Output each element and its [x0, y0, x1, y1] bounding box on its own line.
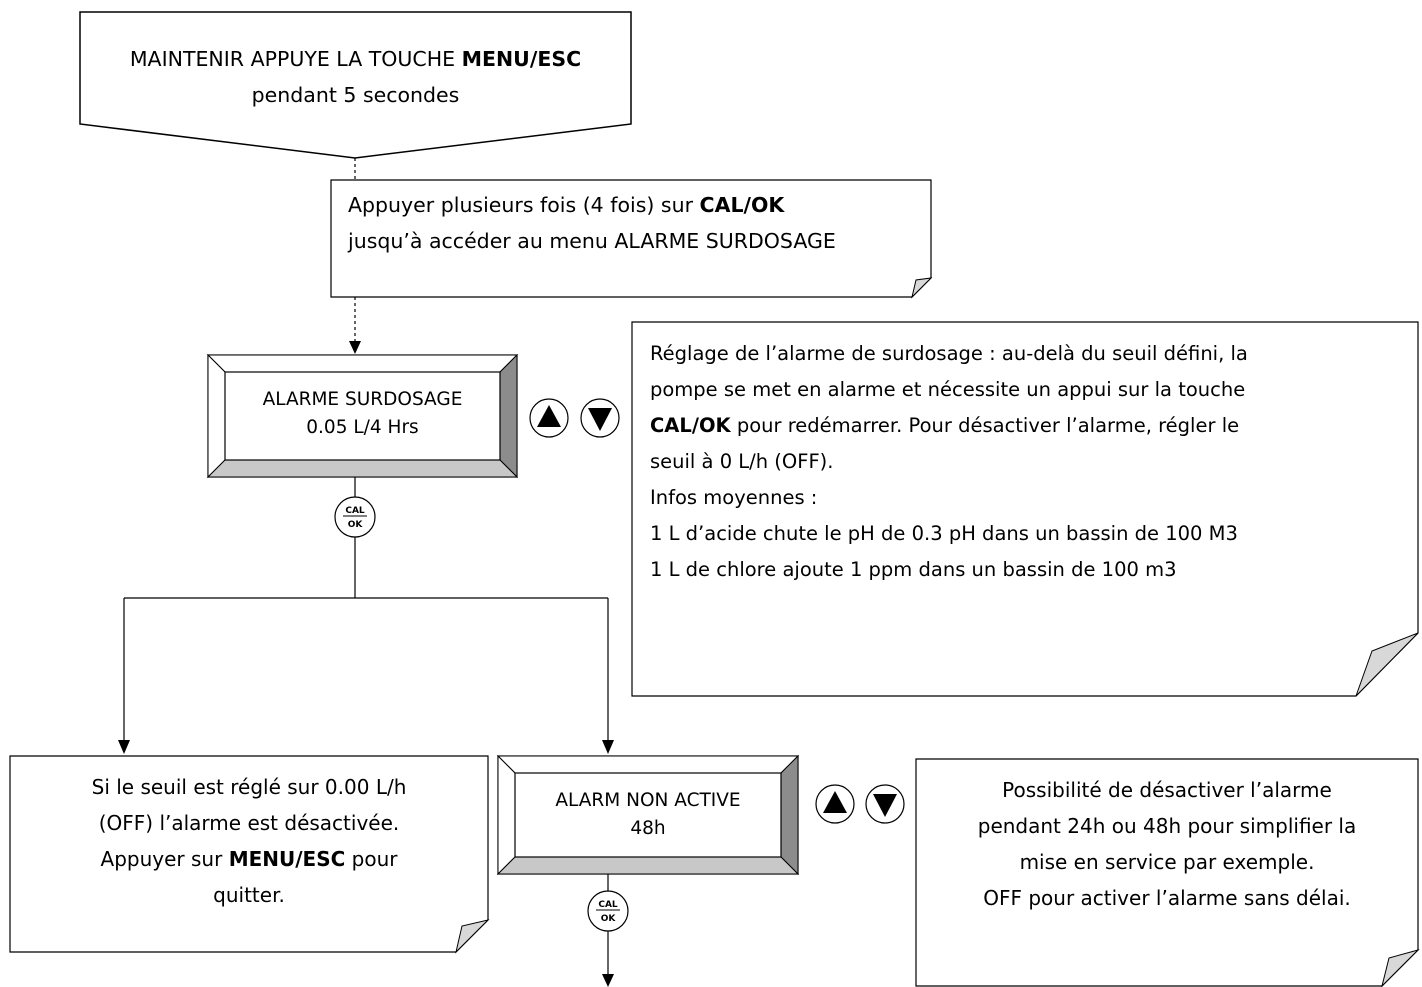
ok-label: OK — [348, 520, 364, 530]
note-disable-line2: pendant 24h ou 48h pour simplifier la — [977, 814, 1357, 838]
note-alarm-line7: 1 L de chlore ajoute 1 ppm dans un bassi… — [650, 558, 1177, 581]
ok-label: OK — [601, 914, 617, 924]
cal-ok-key: CAL/OK — [699, 193, 785, 217]
cal-ok-button[interactable]: CAL OK — [334, 496, 376, 538]
arrowhead — [602, 740, 614, 754]
note-alarm-text: Réglage de l’alarme de surdosage : au-de… — [650, 336, 1415, 588]
cal-label: CAL — [345, 506, 365, 516]
note-disable-line3: mise en service par exemple. — [1019, 850, 1315, 874]
step1-line1: Appuyer plusieurs fois (4 fois) sur CAL/… — [348, 193, 785, 217]
note-off-text: Si le seuil est réglé sur 0.00 L/h (OFF)… — [10, 769, 488, 913]
lcd-display-1 — [206, 353, 519, 479]
arrowhead — [602, 974, 614, 987]
up-arrow-button[interactable] — [529, 398, 569, 438]
note-disable-text: Possibilité de désactiver l’alarme penda… — [916, 772, 1418, 916]
menu-esc-key: MENU/ESC — [461, 47, 582, 71]
lcd-display-2 — [496, 754, 800, 876]
menu-esc-key: MENU/ESC — [228, 847, 346, 871]
start-text: MAINTENIR APPUYE LA TOUCHE MENU/ESC pend… — [80, 41, 631, 113]
down-arrow-button[interactable] — [580, 398, 620, 438]
display2-text: ALARM NON ACTIVE 48h — [515, 787, 781, 843]
arrowhead — [118, 740, 130, 754]
note-off-line1: Si le seuil est réglé sur 0.00 L/h — [91, 775, 407, 799]
note-disable-fold — [1381, 949, 1420, 987]
step1-line2: jusqu’à accéder au menu ALARME SURDOSAGE — [348, 229, 836, 253]
note-off-line4: quitter. — [213, 883, 285, 907]
note-alarm-line3: CAL/OK pour redémarrer. Pour désactiver … — [650, 414, 1240, 437]
note-off-line3: Appuyer sur MENU/ESC pour — [100, 847, 398, 871]
cal-ok-key: CAL/OK — [650, 414, 731, 437]
start-line2: pendant 5 secondes — [251, 83, 460, 107]
note-alarm-line6: 1 L d’acide chute le pH de 0.3 pH dans u… — [650, 522, 1238, 545]
display2-value: 48h — [630, 818, 666, 839]
note-alarm-line4: seuil à 0 L/h (OFF). — [650, 450, 834, 473]
step1-text: Appuyer plusieurs fois (4 fois) sur CAL/… — [348, 187, 928, 259]
arrowhead — [349, 341, 361, 354]
note-alarm-line2: pompe se met en alarme et nécessite un a… — [650, 378, 1246, 401]
cal-ok-button[interactable]: CAL OK — [587, 890, 629, 932]
note-alarm-fold — [1355, 632, 1419, 697]
start-shape — [79, 11, 632, 159]
down-arrow-button[interactable] — [865, 784, 905, 824]
display1-title: ALARME SURDOSAGE — [262, 389, 463, 410]
note-alarm-line1: Réglage de l’alarme de surdosage : au-de… — [650, 342, 1248, 365]
note-off-fold — [455, 919, 490, 954]
display1-value: 0.05 L/4 Hrs — [306, 417, 419, 438]
note-alarm-line5: Infos moyennes : — [650, 486, 818, 509]
display2-title: ALARM NON ACTIVE — [555, 790, 741, 811]
cal-label: CAL — [598, 900, 618, 910]
display1-text: ALARME SURDOSAGE 0.05 L/4 Hrs — [225, 386, 500, 442]
note-disable-line1: Possibilité de désactiver l’alarme — [1002, 778, 1332, 802]
note-disable-line4: OFF pour activer l’alarme sans délai. — [983, 886, 1351, 910]
up-arrow-button[interactable] — [815, 784, 855, 824]
start-line1: MAINTENIR APPUYE LA TOUCHE MENU/ESC — [129, 47, 582, 71]
note-off-line2: (OFF) l’alarme est désactivée. — [98, 811, 400, 835]
step1-fold — [911, 277, 933, 299]
